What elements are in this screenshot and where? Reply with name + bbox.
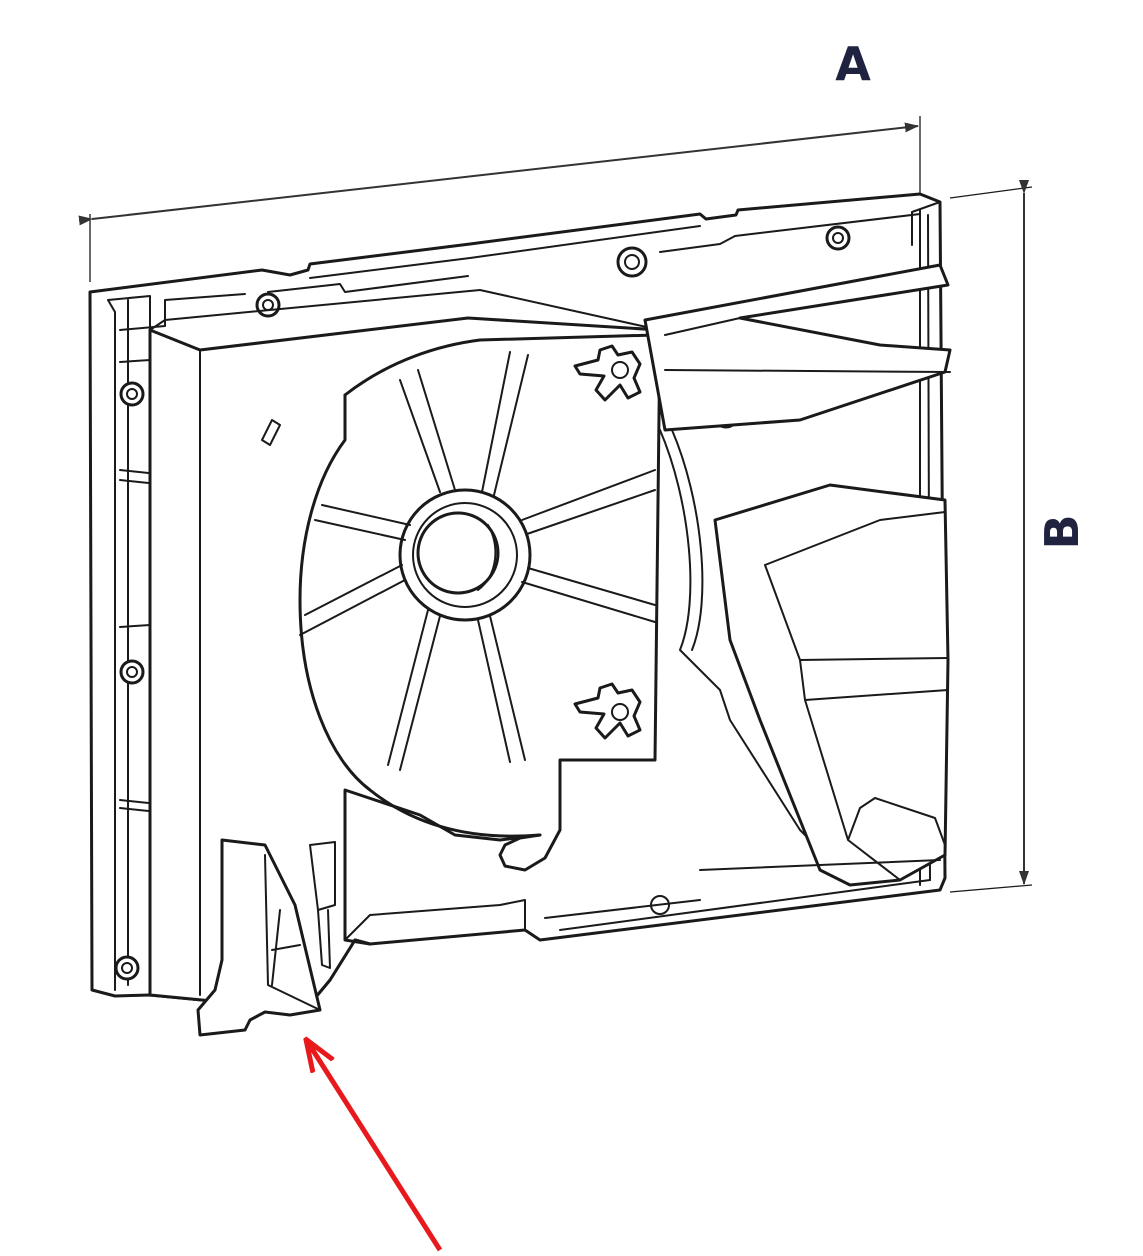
dimension-b: B — [949, 180, 1089, 893]
hub-inner — [416, 511, 500, 595]
upper-duct-line — [664, 317, 951, 373]
box-top-edge — [149, 289, 661, 331]
bottom-clip — [196, 838, 336, 1037]
fan-housing — [88, 192, 952, 1037]
mount-hole — [616, 246, 648, 278]
base-hole — [650, 895, 670, 915]
dimension-b-extension-top — [949, 186, 1033, 199]
top-rail — [119, 213, 921, 331]
hub-ring — [412, 502, 518, 608]
slot — [261, 419, 281, 446]
mount-hole — [126, 666, 138, 678]
fan-spokes — [299, 351, 656, 771]
dimension-a: A — [78, 37, 921, 282]
mount-hole — [624, 254, 640, 270]
dimension-a-label: A — [835, 37, 871, 91]
bottom-base — [344, 859, 941, 941]
mount-hole — [255, 292, 281, 318]
dimension-b-extension-bottom — [949, 884, 1033, 893]
upper-right-duct — [643, 263, 952, 432]
dimension-b-label: B — [1035, 514, 1089, 549]
outlet-box-inner — [764, 511, 949, 881]
fan-scroll-top — [343, 333, 657, 397]
hub-shade — [477, 524, 497, 591]
mount-hole — [119, 659, 145, 685]
wing-nut-bottom — [573, 682, 642, 740]
mount-hole — [832, 232, 844, 244]
fan-hub — [398, 488, 532, 622]
center-channel — [659, 429, 861, 881]
mount-hole — [119, 381, 145, 407]
mount-hole — [126, 388, 138, 400]
pointer-arrow — [307, 1041, 443, 1252]
inner-frame — [107, 201, 941, 991]
mount-hole — [121, 962, 133, 974]
mount-hole — [825, 225, 851, 251]
dimension-a-line — [78, 122, 919, 226]
pointer-arrow-shaft — [307, 1041, 443, 1252]
wing-nut-top — [573, 344, 642, 402]
mount-hole — [114, 955, 140, 981]
fan-scroll — [298, 393, 542, 838]
